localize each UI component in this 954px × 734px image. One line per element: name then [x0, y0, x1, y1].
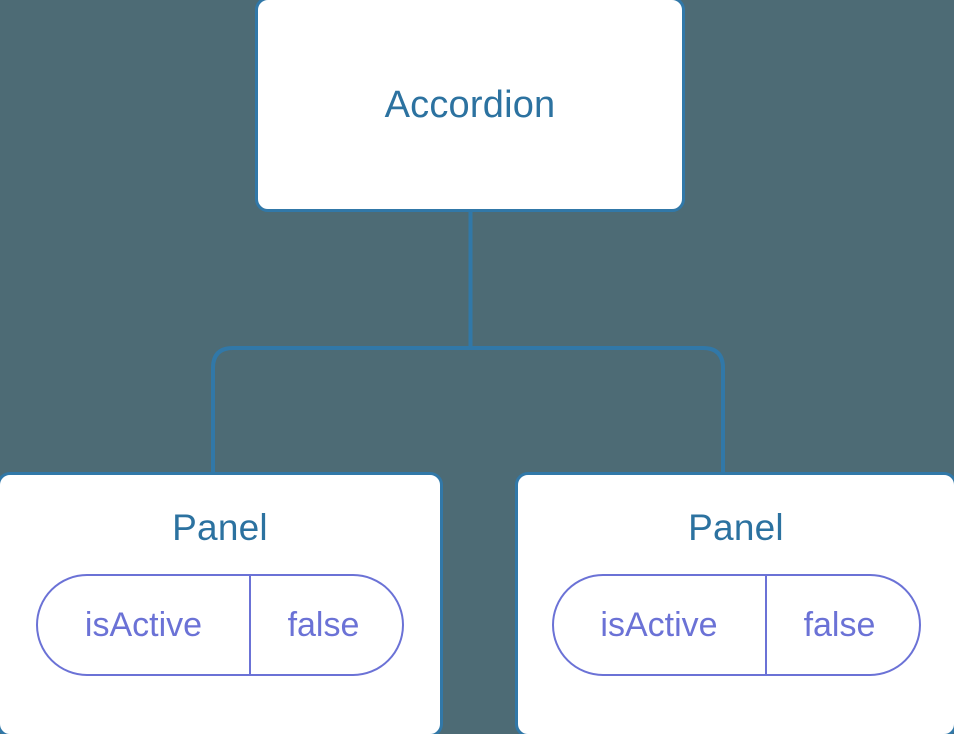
node-title: Accordion — [384, 83, 556, 126]
node-panel-2[interactable]: Panel isActive false — [515, 472, 954, 734]
node-accordion[interactable]: Accordion — [255, 0, 685, 212]
node-title: Panel — [172, 507, 268, 548]
prop-key: isActive — [554, 576, 767, 674]
node-title: Panel — [688, 507, 784, 548]
prop-pill[interactable]: isActive false — [551, 574, 921, 676]
edge-to-panel-2 — [470, 346, 725, 478]
prop-key: isActive — [38, 576, 251, 674]
prop-value: false — [287, 606, 360, 644]
edge-to-panel-1 — [211, 346, 471, 478]
prop-value: false — [803, 606, 876, 644]
node-panel-1[interactable]: Panel isActive false — [0, 472, 443, 734]
prop-pill[interactable]: isActive false — [36, 574, 404, 676]
